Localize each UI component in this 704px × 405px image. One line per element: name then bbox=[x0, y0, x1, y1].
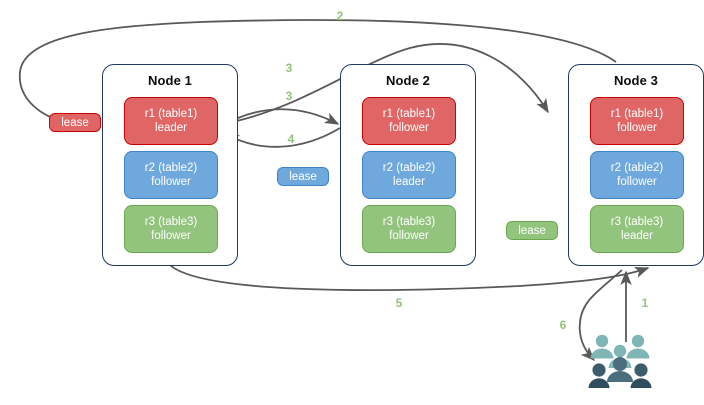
replica-name: r3 (table3) bbox=[382, 216, 436, 228]
replica-role: follower bbox=[617, 122, 657, 134]
lease-badge-green[interactable]: lease bbox=[506, 221, 558, 240]
replica-name: r1 (table1) bbox=[610, 108, 664, 120]
replica-name: r2 (table2) bbox=[610, 162, 664, 174]
group-of-people-icon bbox=[588, 334, 652, 388]
arrow-step-5 bbox=[169, 264, 650, 292]
step-label-5: 5 bbox=[395, 296, 403, 310]
replica-role: follower bbox=[151, 176, 191, 188]
replica-name: r3 (table3) bbox=[144, 216, 198, 228]
replica-role: follower bbox=[389, 230, 429, 242]
replica-node2-r1[interactable]: r1 (table1) follower bbox=[362, 97, 456, 145]
replica-role: follower bbox=[151, 230, 191, 242]
replica-node3-r1[interactable]: r1 (table1) follower bbox=[590, 97, 684, 145]
replica-role: leader bbox=[393, 176, 425, 188]
replica-node1-r1[interactable]: r1 (table1) leader bbox=[124, 97, 218, 145]
replica-role: follower bbox=[389, 122, 429, 134]
replica-name: r1 (table1) bbox=[144, 108, 198, 120]
node-container-3: Node 3 r1 (table1) follower r2 (table2) … bbox=[568, 64, 704, 266]
replica-role: leader bbox=[621, 230, 653, 242]
replica-role: follower bbox=[617, 176, 657, 188]
replica-node1-r3[interactable]: r3 (table3) follower bbox=[124, 205, 218, 253]
replica-name: r3 (table3) bbox=[610, 216, 664, 228]
step-label-1: 1 bbox=[641, 296, 649, 310]
step-label-2: 2 bbox=[336, 9, 344, 23]
replica-node3-r2[interactable]: r2 (table2) follower bbox=[590, 151, 684, 199]
step-label-3-upper: 3 bbox=[285, 61, 293, 75]
replica-role: leader bbox=[155, 122, 187, 134]
step-label-6: 6 bbox=[559, 318, 567, 332]
replica-name: r2 (table2) bbox=[382, 162, 436, 174]
replica-node2-r2[interactable]: r2 (table2) leader bbox=[362, 151, 456, 199]
node-title-1: Node 1 bbox=[148, 73, 192, 88]
replica-name: r1 (table1) bbox=[382, 108, 436, 120]
node-title-3: Node 3 bbox=[614, 73, 658, 88]
replica-name: r2 (table2) bbox=[144, 162, 198, 174]
step-label-4: 4 bbox=[287, 132, 295, 146]
lease-badge-red[interactable]: lease bbox=[49, 113, 101, 132]
replica-node2-r3[interactable]: r3 (table3) follower bbox=[362, 205, 456, 253]
node-title-2: Node 2 bbox=[386, 73, 430, 88]
replica-node1-r2[interactable]: r2 (table2) follower bbox=[124, 151, 218, 199]
node-container-1: Node 1 r1 (table1) leader r2 (table2) fo… bbox=[102, 64, 238, 266]
arrow-step-3-lower bbox=[221, 108, 340, 127]
node-container-2: Node 2 r1 (table1) follower r2 (table2) … bbox=[340, 64, 476, 266]
replica-node3-r3[interactable]: r3 (table3) leader bbox=[590, 205, 684, 253]
lease-badge-blue[interactable]: lease bbox=[277, 167, 329, 186]
step-label-3-lower: 3 bbox=[285, 89, 293, 103]
